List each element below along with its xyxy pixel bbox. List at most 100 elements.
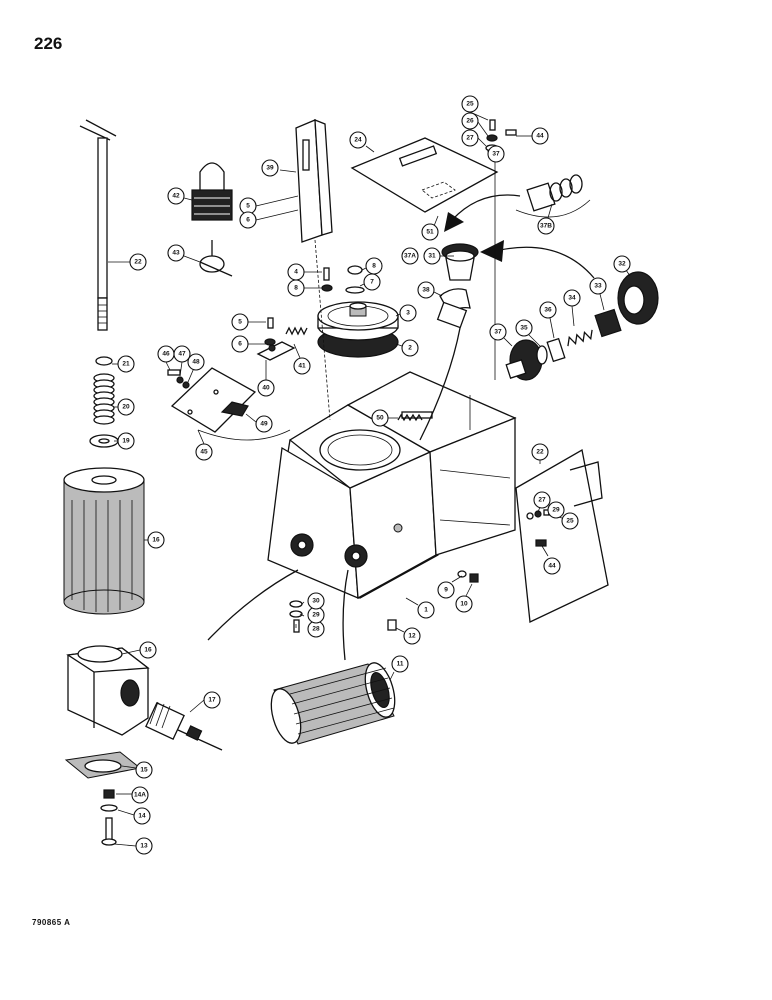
bracket-40 [256, 341, 296, 361]
callout-55: 44 [541, 545, 561, 575]
callout-42: 35 [515, 319, 541, 347]
callout-52: 42 [167, 187, 193, 205]
callout-61: 50 [371, 409, 398, 427]
callout-15: 12 [395, 627, 421, 645]
callout-2: 2 [395, 339, 419, 357]
callout-label: 9 [444, 587, 448, 594]
bypass-valve [145, 701, 223, 751]
callout-23: 19 [114, 432, 135, 450]
callout-label: 11 [397, 661, 404, 668]
side-cover [515, 448, 609, 623]
reservoir-housing [267, 371, 517, 600]
callout-17: 14 [117, 807, 151, 825]
callout-50: 40 [257, 360, 275, 397]
callout-7: 6 [239, 209, 299, 229]
callout-3: 3 [395, 304, 417, 322]
callout-label: 5 [246, 203, 250, 210]
callout-26: 22 [108, 253, 147, 271]
callout-label: 42 [172, 193, 180, 200]
callout-label: 13 [140, 843, 148, 850]
callout-label: 2 [408, 345, 412, 352]
callout-label: 49 [260, 421, 268, 428]
callout-label: 12 [408, 633, 416, 640]
callout-14: 11 [389, 655, 409, 681]
callout-label: 38 [422, 287, 430, 294]
callout-label: 37 [494, 329, 502, 336]
callout-41: 34 [563, 289, 581, 327]
filter-element [63, 467, 145, 615]
callout-35: 29 [547, 501, 565, 519]
callout-label: 44 [548, 563, 556, 570]
callout-label: 15 [140, 767, 148, 774]
callout-label: 37B [540, 223, 552, 230]
top-plate [350, 137, 499, 213]
callout-label: 28 [312, 626, 320, 633]
callout-label: 22 [536, 449, 544, 456]
callout-label: 14 [138, 813, 146, 820]
callout-label: 19 [122, 438, 130, 445]
callout-22: 17 [189, 691, 221, 713]
callout-label: 34 [568, 295, 576, 302]
callout-37: 30 [301, 592, 325, 610]
callout-56: 45 [195, 429, 213, 461]
hasp [199, 240, 233, 277]
callout-20: 16 [121, 641, 157, 659]
filter-rod [79, 119, 117, 331]
callout-47: 37B [537, 203, 555, 235]
callout-45: 37 [487, 145, 505, 163]
callout-label: 27 [466, 135, 474, 142]
callout-label: 35 [520, 325, 528, 332]
bracket [295, 119, 333, 243]
callout-60: 49 [245, 413, 273, 433]
callout-label: 25 [466, 101, 474, 108]
callout-label: 32 [618, 261, 626, 268]
bolt-stack [100, 789, 118, 846]
callout-1: 1 [405, 597, 435, 619]
callout-label: 6 [238, 341, 242, 348]
callout-24: 20 [114, 398, 135, 416]
page-number: 226 [34, 34, 63, 53]
callout-label: 26 [466, 118, 474, 125]
callout-8: 6 [231, 335, 266, 353]
callout-10: 8 [361, 257, 383, 275]
spring-50 [397, 413, 423, 422]
callout-label: 14A [134, 792, 146, 799]
callout-label: 40 [262, 385, 270, 392]
filter-base [66, 645, 150, 736]
callout-label: 4 [294, 269, 298, 276]
callout-57: 46 [157, 345, 175, 371]
callout-label: 48 [192, 359, 200, 366]
callout-label: 43 [172, 250, 180, 257]
callout-36: 29 [299, 606, 325, 624]
valve-body [441, 243, 479, 281]
callout-59: 48 [187, 353, 205, 383]
assembly-arrows [197, 160, 595, 661]
callout-label: 16 [152, 537, 160, 544]
callout-label: 36 [544, 307, 552, 314]
callout-19: 15 [121, 761, 153, 779]
callout-label: 10 [460, 601, 468, 608]
callout-34: 28 [295, 620, 325, 638]
callout-11: 8 [287, 279, 322, 297]
callout-label: 29 [552, 507, 560, 514]
callout-9: 7 [359, 273, 381, 291]
callout-12: 9 [437, 575, 463, 599]
callout-label: 16 [144, 647, 152, 654]
callout-39: 32 [613, 255, 631, 277]
callout-label: 8 [294, 285, 298, 292]
callout-49: 39 [261, 159, 297, 177]
figure-code: 790865 A [32, 918, 71, 927]
callout-54: 44 [516, 127, 549, 145]
callout-label: 33 [594, 283, 602, 290]
callout-label: 29 [312, 612, 320, 619]
callout-46: 37A [401, 247, 454, 265]
callout-label: 50 [376, 415, 384, 422]
callout-label: 25 [566, 518, 574, 525]
rod-stack [89, 356, 119, 448]
callout-label: 31 [428, 253, 436, 260]
callout-25: 21 [112, 355, 135, 373]
callout-label: 41 [298, 363, 306, 370]
reservoir-cover [317, 265, 399, 358]
callout-53: 43 [167, 244, 201, 263]
callout-32: 27 [461, 129, 487, 147]
